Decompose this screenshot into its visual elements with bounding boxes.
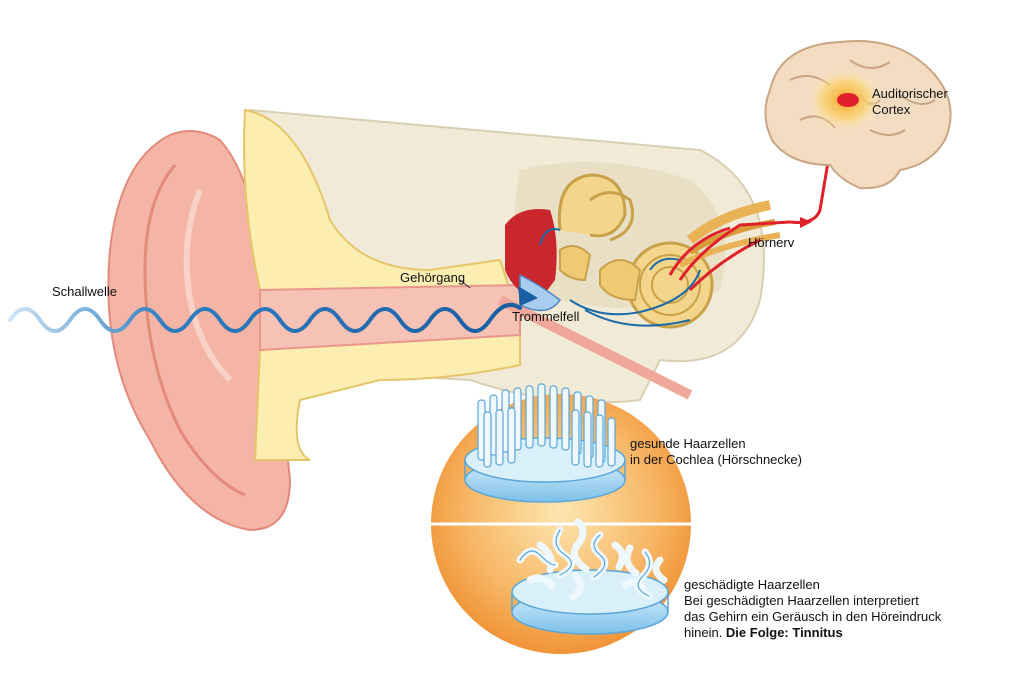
label-tinnitus: Die Folge: Tinnitus bbox=[725, 625, 843, 640]
label-damaged-title: geschädigte Haarzellen bbox=[684, 577, 820, 592]
label-hoernerv: Hörnerv bbox=[748, 235, 795, 250]
label-damaged-line1: Bei geschädigten Haarzellen interpretier… bbox=[684, 593, 919, 608]
brain-icon bbox=[764, 40, 952, 190]
label-cortex-line2: Cortex bbox=[872, 102, 911, 117]
outer-ear bbox=[107, 130, 292, 532]
label-healthy-line1: gesunde Haarzellen bbox=[630, 436, 746, 451]
fluid-flow-arrows bbox=[539, 228, 701, 327]
signal-arrowhead-nerve bbox=[800, 217, 812, 228]
damaged-haircells bbox=[511, 518, 669, 635]
label-gehoergang: Gehörgang bbox=[400, 270, 466, 285]
label-damaged-line2: das Gehirn ein Geräusch in den Höreindru… bbox=[684, 609, 942, 624]
label-cortex: Auditorischer Cortex bbox=[872, 86, 948, 118]
cortex-spot bbox=[837, 93, 859, 107]
haircell-sphere bbox=[431, 383, 691, 654]
label-cortex-line1: Auditorischer bbox=[872, 86, 948, 101]
label-damaged-haircells: geschädigte Haarzellen Bei geschädigten … bbox=[684, 577, 941, 641]
healthy-haircells bbox=[464, 383, 626, 503]
canal-walls bbox=[243, 108, 693, 461]
label-trommelfell: Trommelfell bbox=[512, 309, 580, 324]
label-damaged-line3-plain: hinein. bbox=[684, 625, 726, 640]
sound-wave bbox=[8, 303, 522, 333]
label-healthy-line2: in der Cochlea (Hörschnecke) bbox=[630, 452, 802, 467]
wave-arrowhead bbox=[518, 286, 538, 306]
label-schallwelle: Schallwelle bbox=[52, 284, 118, 299]
middle-ear bbox=[505, 209, 557, 300]
leader-lines bbox=[459, 279, 471, 289]
label-healthy-haircells: gesunde Haarzellen in der Cochlea (Hörsc… bbox=[630, 436, 802, 468]
label-damaged-line3: hinein. Die Folge: Tinnitus bbox=[684, 625, 941, 641]
